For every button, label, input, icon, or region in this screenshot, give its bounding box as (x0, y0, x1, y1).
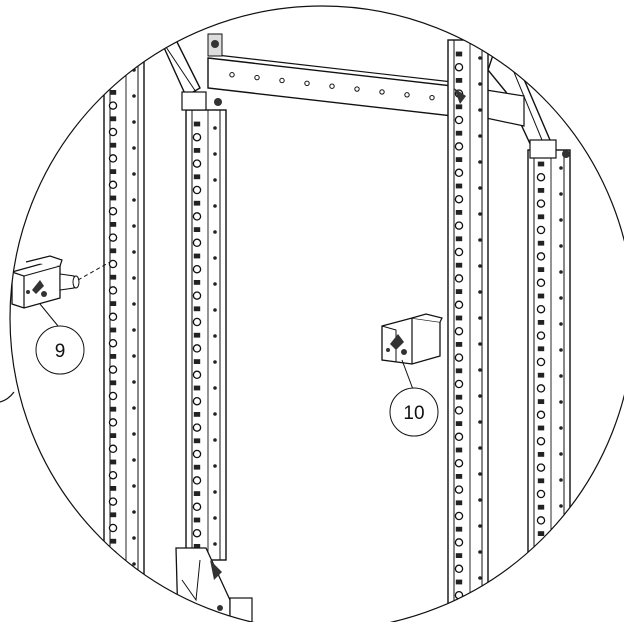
top-left-bracket (181, 33, 223, 111)
part-9-j-hook (11, 255, 111, 309)
part-10-callout: 10 (389, 387, 439, 437)
top-crossbeam (207, 53, 525, 127)
part-10-label: 10 (403, 403, 424, 424)
part-10-leader (401, 359, 415, 393)
part-10-j-hook (381, 313, 443, 365)
detail-circle-content: 9 10 (11, 6, 571, 623)
upright-center-right (447, 39, 489, 623)
detail-circle (9, 5, 624, 627)
leader-line-outside (0, 391, 15, 403)
part-9-leader (39, 303, 59, 327)
part-9-label: 9 (55, 341, 66, 362)
top-right-bracket (454, 88, 570, 159)
upright-far-right (527, 149, 571, 561)
part-9-callout: 9 (35, 325, 85, 375)
upright-center-left (185, 109, 227, 561)
upright-far-left (103, 51, 145, 623)
